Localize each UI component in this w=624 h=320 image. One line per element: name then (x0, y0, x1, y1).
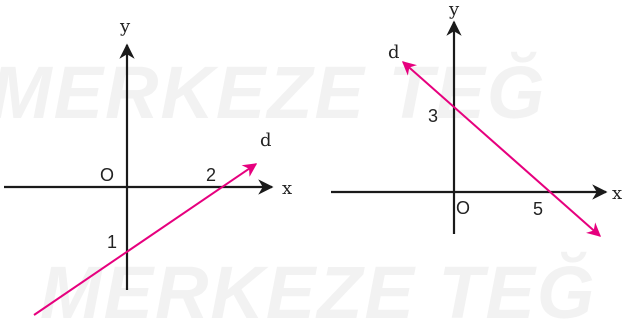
y-intercept-label: 3 (428, 106, 438, 126)
watermark-text-bottom: MERKEZE TEĞ (40, 251, 596, 320)
line-label: d (388, 42, 400, 63)
watermark: MERKEZE TEĞ MERKEZE TEĞ (0, 51, 596, 320)
line-d (33, 163, 258, 316)
x-axis-label: x (612, 183, 622, 204)
graph-left: y x O d 2 1 (4, 16, 292, 316)
origin-label: O (100, 165, 114, 185)
watermark-text-top: MERKEZE TEĞ (0, 51, 546, 134)
x-intercept-label: 2 (206, 165, 216, 185)
graph-right: y x O d 5 3 (331, 0, 622, 237)
line-label: d (260, 130, 272, 151)
y-axis-label: y (119, 16, 131, 37)
x-axis-label: x (282, 178, 292, 199)
line-d (401, 61, 602, 237)
origin-label: O (456, 198, 470, 218)
x-intercept-label: 5 (533, 199, 543, 219)
y-intercept-label: 1 (107, 232, 117, 252)
y-axis-label: y (448, 0, 460, 20)
